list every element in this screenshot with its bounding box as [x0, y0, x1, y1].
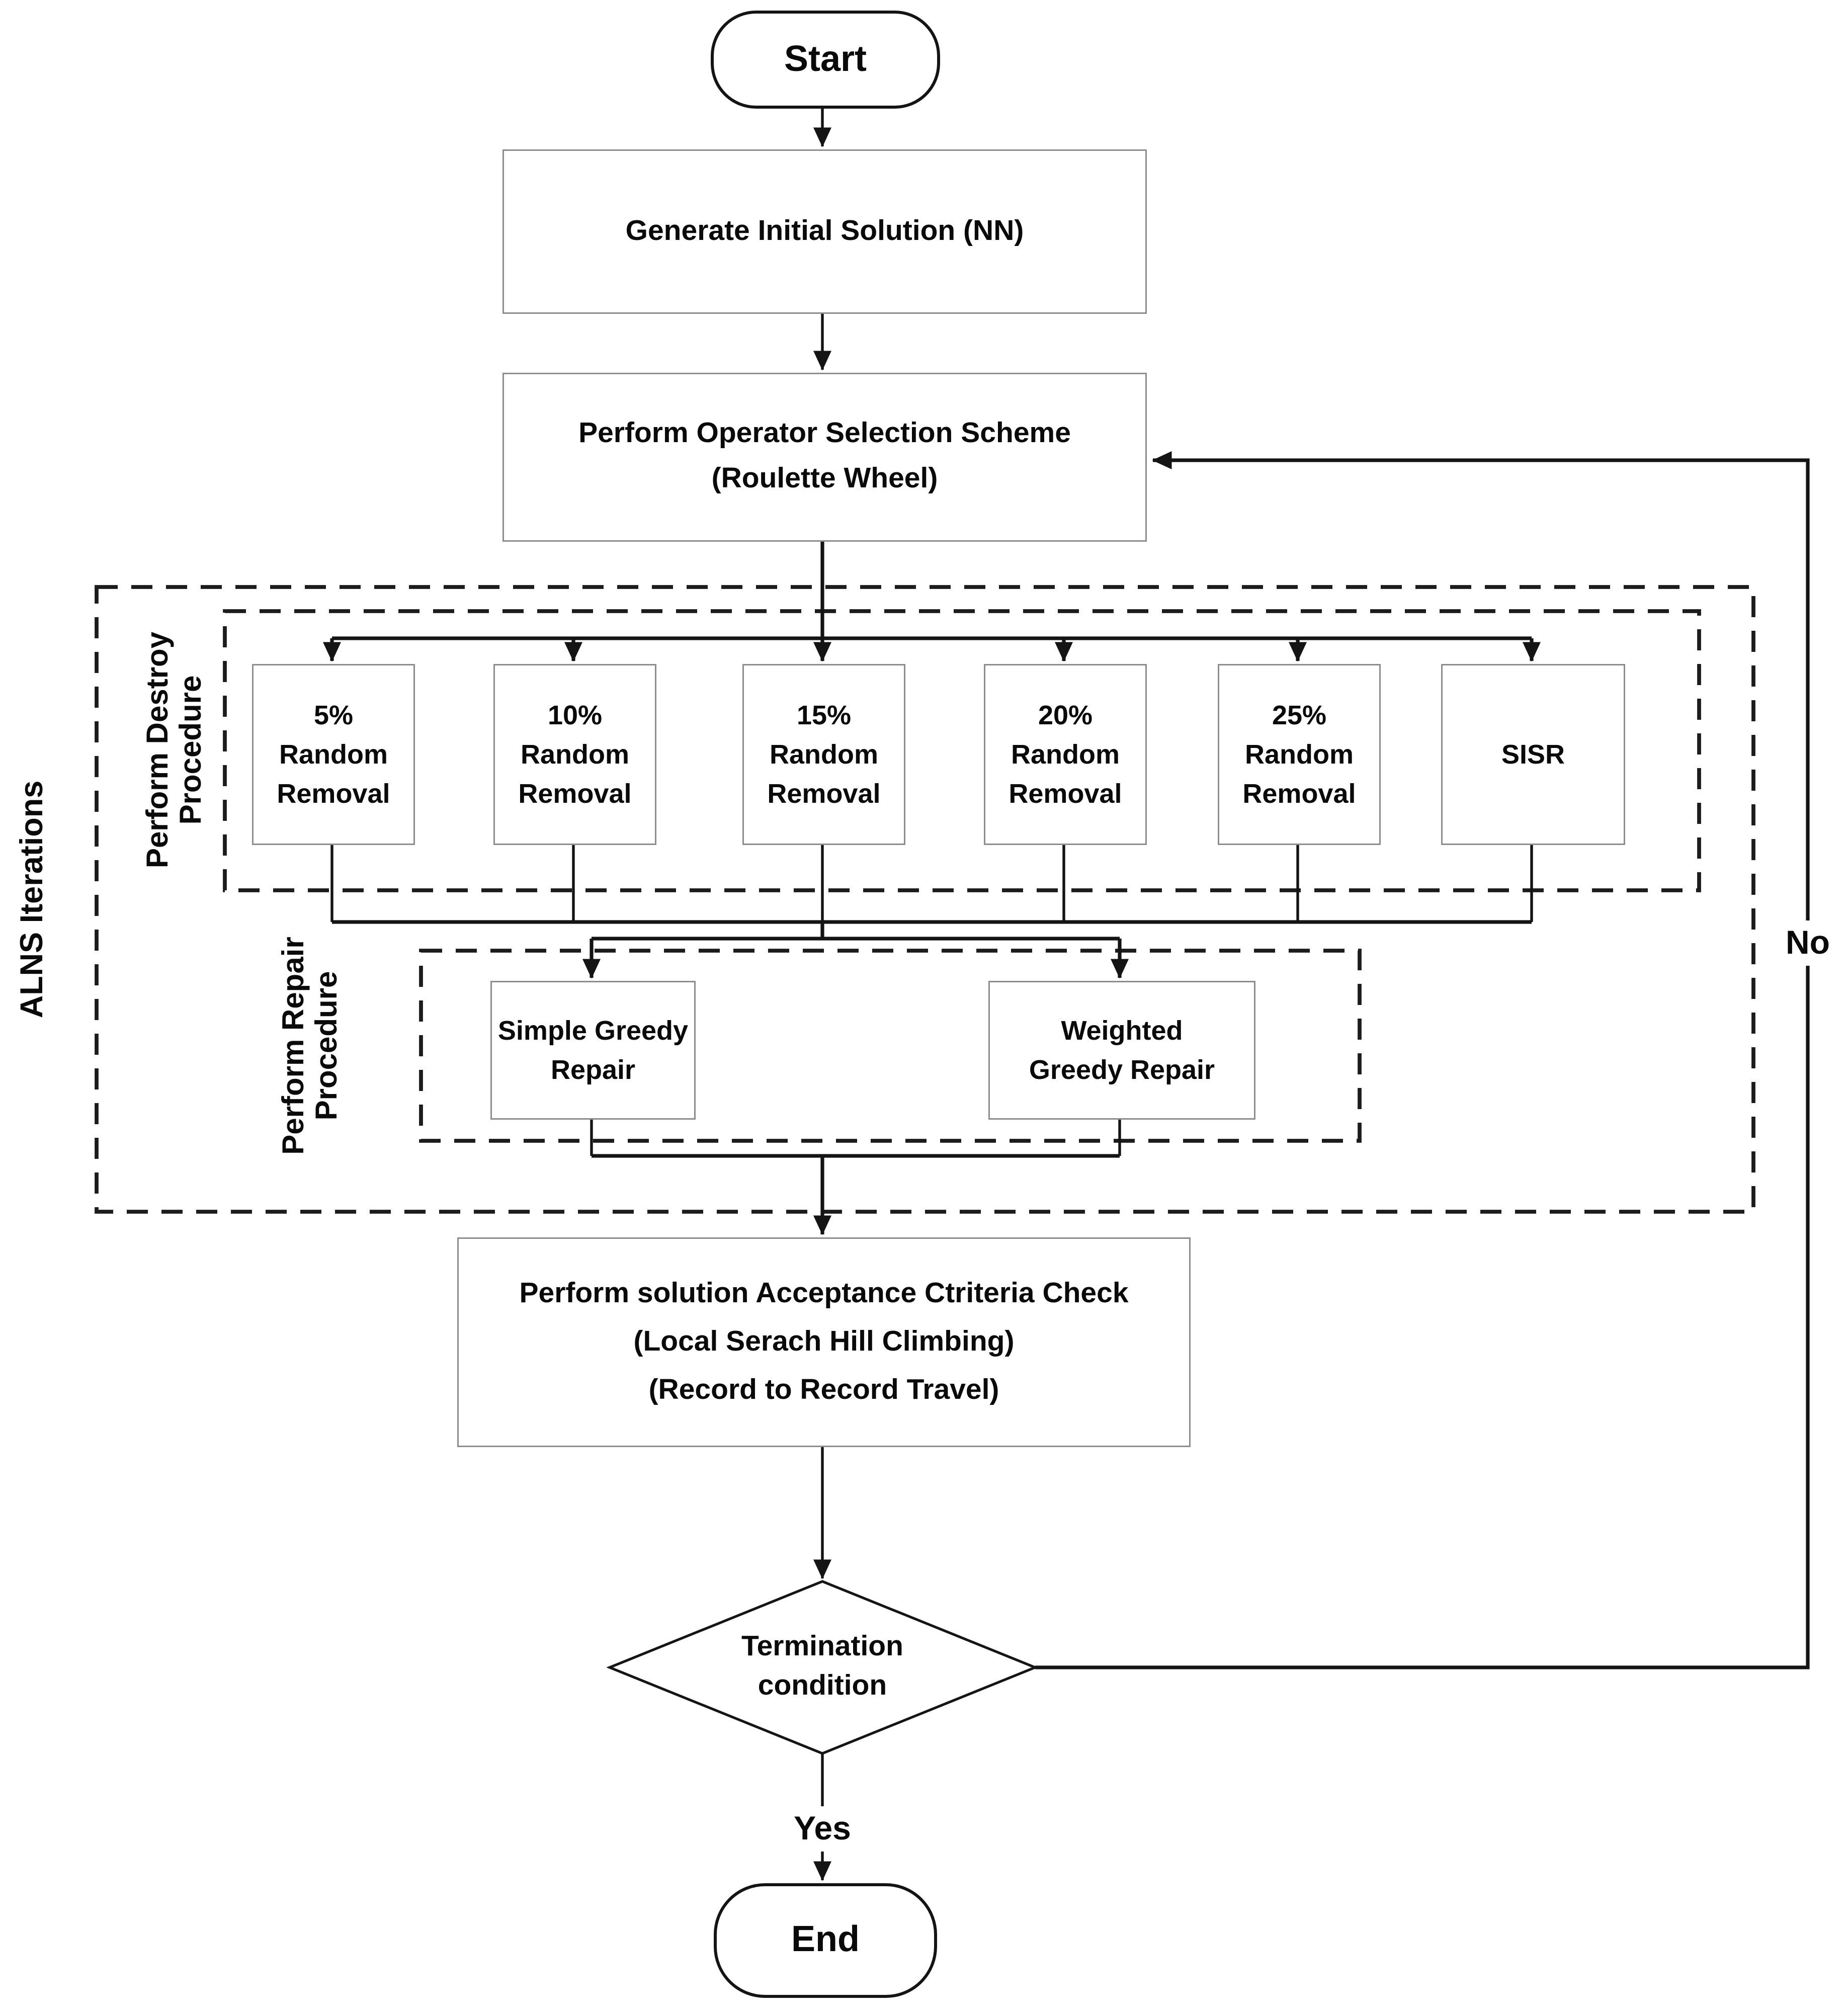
destroy-op-sisr-line1: SISR — [1501, 739, 1565, 770]
termination-line1: Termination — [741, 1631, 903, 1663]
destroy-op-15pct-node: 15% Random Removal — [742, 664, 905, 845]
alns-iterations-group-label: ALNS Iterations — [12, 771, 54, 1028]
repair-group-line1: Perform Repair — [278, 937, 311, 1155]
start-label: Start — [784, 38, 867, 79]
destroy-op-15pct-line3: Removal — [767, 779, 881, 809]
repair-procedure-group-border — [419, 949, 1362, 1143]
no-loop-line — [1035, 451, 1810, 1669]
repair-group-line2: Procedure — [311, 971, 344, 1121]
no-edge-label: No — [1766, 920, 1848, 966]
destroy-op-25pct-node: 25% Random Removal — [1218, 664, 1381, 845]
repair-procedure-group-label: Perform Repair Procedure — [276, 917, 346, 1174]
destroy-op-20pct-line1: 20% — [1038, 700, 1093, 730]
operator-selection-node: Perform Operator Selection Scheme (Roule… — [502, 373, 1147, 542]
no-text: No — [1785, 923, 1830, 961]
acceptance-line2: (Local Serach Hill Climbing) — [633, 1325, 1015, 1358]
alns-iterations-group-border — [95, 585, 1755, 1214]
destroy-procedure-group-border — [223, 609, 1701, 892]
destroy-op-10pct-line3: Removal — [518, 779, 632, 809]
simple-greedy-repair-node: Simple Greedy Repair — [490, 981, 696, 1120]
simple-repair-line2: Repair — [550, 1055, 636, 1085]
destroy-op-5pct-line1: 5% — [313, 700, 353, 730]
weighted-greedy-repair-node: Weighted Greedy Repair — [988, 981, 1255, 1120]
acceptance-line3: (Record to Record Travel) — [648, 1374, 999, 1406]
alns-label-text: ALNS Iterations — [15, 780, 50, 1019]
destroy-op-20pct-line3: Removal — [1009, 779, 1122, 809]
yes-edge-label: Yes — [780, 1806, 865, 1852]
destroy-op-25pct-line3: Removal — [1242, 779, 1356, 809]
weighted-repair-line2: Greedy Repair — [1029, 1055, 1215, 1085]
destroy-op-5pct-line2: Random — [279, 739, 388, 770]
simple-repair-line1: Simple Greedy — [497, 1016, 689, 1046]
destroy-op-15pct-line1: 15% — [796, 700, 852, 730]
weighted-repair-line1: Weighted — [1061, 1016, 1183, 1046]
generate-initial-solution-node: Generate Initial Solution (NN) — [502, 149, 1147, 314]
start-node: Start — [711, 11, 940, 109]
termination-line2: condition — [758, 1670, 887, 1702]
destroy-group-line1: Perform Destroy — [142, 631, 175, 869]
destroy-op-20pct-node: 20% Random Removal — [984, 664, 1147, 845]
destroy-op-20pct-line2: Random — [1011, 739, 1120, 770]
operator-label-line1: Perform Operator Selection Scheme — [578, 418, 1071, 450]
destroy-op-15pct-line2: Random — [770, 739, 878, 770]
termination-diamond — [606, 1580, 1039, 1755]
destroy-op-25pct-line1: 25% — [1272, 700, 1327, 730]
acceptance-line1: Perform solution Acceptance Ctriteria Ch… — [519, 1277, 1129, 1309]
destroy-procedure-group-label: Perform Destroy Procedure — [140, 622, 210, 878]
destroy-op-10pct-node: 10% Random Removal — [493, 664, 656, 845]
end-node: End — [714, 1883, 937, 1998]
destroy-op-10pct-line1: 10% — [547, 700, 603, 730]
destroy-op-5pct-line3: Removal — [277, 779, 390, 809]
termination-condition-label: Termination condition — [671, 1622, 973, 1713]
destroy-op-sisr-node: SISR — [1441, 664, 1625, 845]
destroy-op-10pct-line2: Random — [521, 739, 629, 770]
destroy-op-25pct-line2: Random — [1245, 739, 1354, 770]
acceptance-criteria-node: Perform solution Acceptance Ctriteria Ch… — [457, 1237, 1191, 1447]
yes-text: Yes — [794, 1809, 851, 1847]
destroy-op-5pct-node: 5% Random Removal — [252, 664, 415, 845]
destroy-group-line2: Procedure — [175, 675, 208, 825]
operator-label-line2: (Roulette Wheel) — [711, 463, 938, 495]
generate-label: Generate Initial Solution (NN) — [625, 215, 1024, 247]
end-label: End — [791, 1919, 860, 1960]
